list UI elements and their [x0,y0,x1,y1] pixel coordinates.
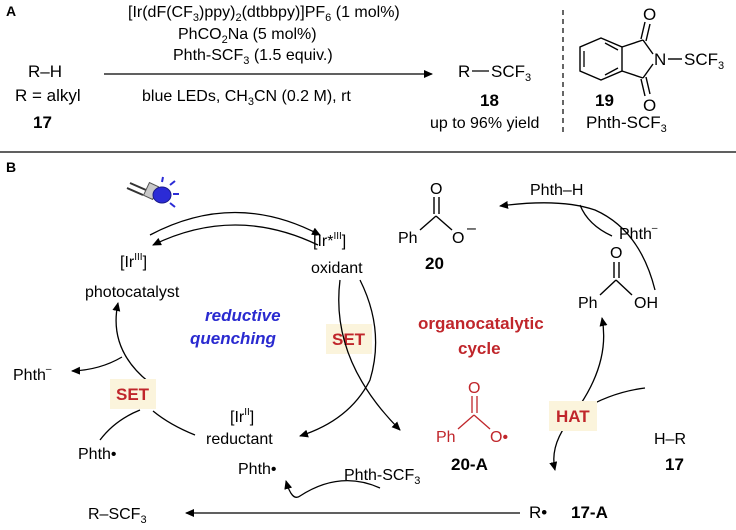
set-badge-left [110,379,156,409]
substrate-number: 17 [665,455,684,474]
radical-transfer-arc [284,479,381,498]
set-label-center: SET [332,330,366,349]
blue-led-icon [126,176,179,208]
reactant-definition: R = alkyl [15,86,81,105]
panel-b-label: B [6,159,16,175]
oxidant-to-radical-arc [338,279,401,431]
ir-iii-label: [IrIII] [120,252,147,271]
benzoate-structure [419,197,453,231]
acid-to-benzoate-arc [499,200,656,291]
phth-anion-right: Phth– [619,223,658,243]
reactant-formula: R–H [28,62,62,81]
reductant-label: reductant [206,431,273,448]
phth-h-product: Phth–H [530,182,583,199]
ir-ii-label: [IrII] [230,407,254,426]
benzoate-carbonyl-o: O [430,181,442,198]
oxidant-to-reductant-arc [299,279,377,438]
reagent-number: 19 [595,91,614,110]
benzoate-charge: – [467,220,476,237]
reagent-bottom: Phth-SCF3 [344,467,420,487]
reagent-name: Phth-SCF3 [586,113,667,135]
oxidant-label: oxidant [311,260,363,277]
photocatalyst-formula: [Ir(dF(CF3)ppy)2(dtbbpy)]PF6 (1 mol%) [128,4,400,24]
excitation-arrow [149,211,321,236]
benzoyloxy-radical-structure [457,396,491,430]
hat-label: HAT [556,407,590,426]
phth-anion-left: Phth– [13,364,52,384]
hat-to-alkyl-radical-arc [549,424,567,471]
radical-carbonyl-o: O [468,380,480,397]
set-label-left: SET [116,385,150,404]
phth-anion-release-arrow [71,356,123,375]
reagent-nitrogen: N [654,50,666,69]
radical-oxyl: O• [490,429,508,446]
hat-to-acid-arc [579,317,608,406]
organocatalytic-line1: organocatalytic [418,314,544,333]
reagent-scf3-group: SCF3 [684,50,724,72]
reductive-quenching-line1: reductive [205,306,281,325]
benzoate-ph: Ph [398,230,418,247]
set-badge-center [326,324,372,354]
product-yield: up to 96% yield [430,115,539,132]
benzoate-number: 20 [425,254,444,273]
reductant-to-photocatalyst-arc [152,410,196,436]
organocatalytic-line2: cycle [458,339,501,358]
reagent-structure [579,21,682,97]
alkyl-radical: R• [529,503,547,522]
photocatalyst-label: photocatalyst [85,284,180,301]
reaction-conditions: blue LEDs, CH3CN (0.2 M), rt [142,88,351,108]
phth-radical-left: Phth• [78,446,117,463]
product-scf3: SCF3 [491,62,531,84]
reagent-oxygen-bottom: O [643,96,656,115]
benzoic-acid-structure [599,262,633,296]
radical-ph: Ph [436,429,456,446]
benzoate-anion-o: O [452,230,464,247]
phth-radical-arrow [99,409,141,441]
acid-oh: OH [634,295,658,312]
final-product: R–SCF3 [88,506,147,526]
ir-iii-excited-label: [Ir*III] [313,231,346,250]
hat-badge [549,401,597,431]
phth-radical-bottom: Phth• [238,461,277,478]
acid-ph: Ph [578,295,598,312]
radical-number: 20-A [451,455,488,474]
reductive-quenching-line2: quenching [190,329,277,348]
relaxation-arrow [152,224,319,246]
product-number: 18 [480,91,499,110]
product-r: R [458,62,470,81]
reagent-oxygen-top: O [643,5,656,24]
panel-a-label: A [6,3,16,19]
cocatalyst-formula: PhCO2Na (5 mol%) [178,26,317,46]
alkyl-radical-number: 17-A [571,503,608,522]
photocatalyst-to-set-arc [112,302,151,384]
reagent-equiv: Phth-SCF3 (1.5 equiv.) [173,47,333,67]
reactant-number: 17 [33,113,52,132]
substrate-formula: H–R [654,431,686,448]
acid-carbonyl-o: O [610,245,622,262]
phth-protonation-arrow [579,204,613,237]
